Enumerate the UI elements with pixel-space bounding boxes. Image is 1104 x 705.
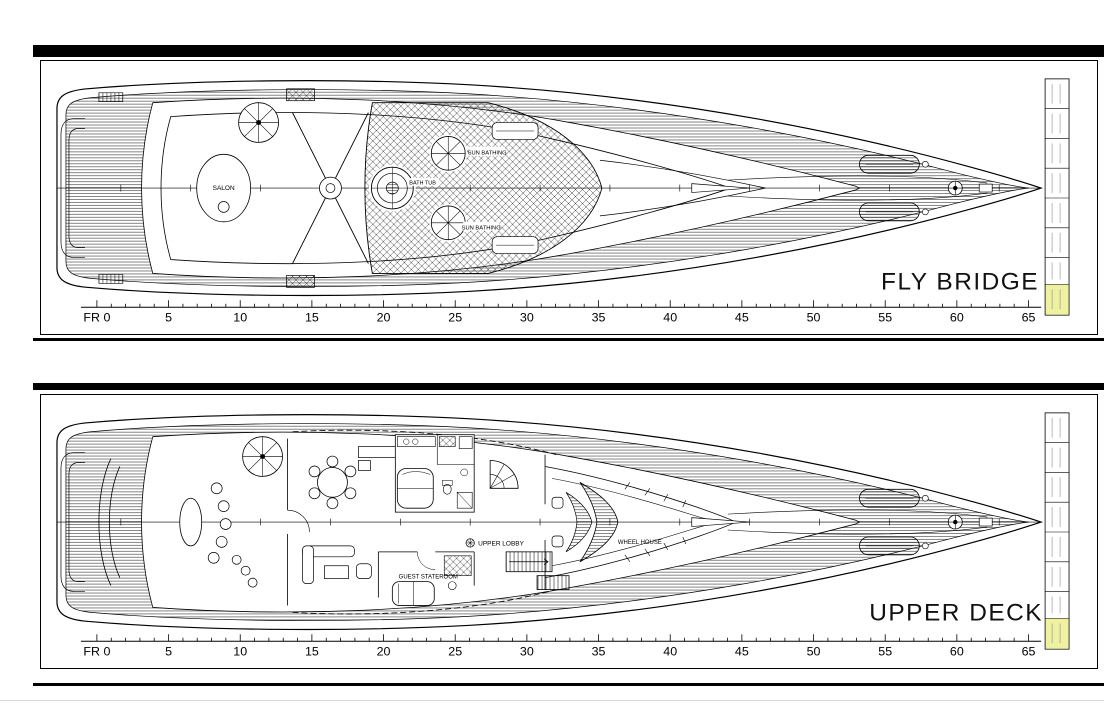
frame-number: 50 — [807, 645, 821, 659]
spiral-staircase — [242, 436, 283, 477]
guest-stateroom: GUEST STATEROOM — [377, 551, 475, 606]
tender-boat-stbd — [859, 488, 929, 508]
frame-number: 15 — [305, 645, 319, 659]
upper-deck-panel: UPPER LOBBY GUEST STATEROOM — [33, 383, 1104, 686]
flybridge-panel: SALON — [33, 45, 1104, 341]
frame-number: 45 — [735, 311, 749, 325]
captain-cabin — [394, 434, 475, 513]
sheer-lines — [727, 509, 988, 535]
upper-lobby-label: UPPER LOBBY — [478, 540, 524, 547]
frame-number: FR 0 — [83, 311, 110, 325]
title-block — [1044, 412, 1070, 650]
frame-ruler: FR 0 5 10 15 20 25 30 35 40 45 50 55 60 65 — [80, 634, 1042, 659]
upper-lobby: UPPER LOBBY — [465, 538, 525, 548]
upper-deck-plan-drawing: UPPER LOBBY GUEST STATEROOM — [56, 412, 1070, 659]
sun-umbrella-fwd: SUN BATHING — [429, 134, 508, 173]
helm-seat-stbd — [551, 496, 564, 509]
frame-number: 60 — [950, 311, 964, 325]
frame-number: 35 — [592, 311, 606, 325]
helm-console — [579, 482, 619, 563]
frame-number: 5 — [165, 311, 172, 325]
guest-stateroom-label: GUEST STATEROOM — [399, 575, 458, 581]
bow-fitting — [978, 183, 993, 193]
frame-number: 30 — [520, 311, 534, 325]
frame-number: 35 — [592, 645, 606, 659]
side-windows — [292, 429, 557, 615]
salon-seating: SALON — [196, 153, 252, 223]
frame-number: 55 — [878, 645, 892, 659]
drawing-frame: UPPER LOBBY GUEST STATEROOM — [40, 394, 1098, 669]
deck-title: FLY BRIDGE — [881, 268, 1039, 295]
bow-deck-equipment — [691, 154, 993, 222]
deck-title: UPPER DECK — [869, 599, 1043, 626]
frame-number: 5 — [165, 645, 172, 659]
frame-number: 45 — [735, 645, 749, 659]
frame-number: FR 0 — [83, 645, 110, 659]
frame-number: 40 — [663, 311, 677, 325]
bow-fitting — [978, 517, 993, 527]
bath-tub-label: BATH TUB — [409, 181, 436, 187]
sun-umbrella-aft: SUN BATHING — [429, 203, 502, 242]
panel-bottom-bar — [33, 683, 1104, 686]
mast-base — [691, 517, 750, 527]
salon-label: SALON — [213, 185, 235, 192]
title-block-highlight — [1045, 618, 1069, 649]
aft-deck-steps — [98, 92, 124, 284]
vent-hatches — [286, 88, 315, 288]
frame-number: 30 — [520, 645, 534, 659]
forward-deck-curve — [599, 159, 766, 217]
frame-number: 65 — [1022, 311, 1036, 325]
salon-lounge — [302, 545, 372, 584]
bow-deck-equipment — [691, 488, 993, 556]
sun-pads — [491, 122, 539, 254]
frame-ruler: FR 0 5 10 15 20 25 30 35 40 45 50 55 60 65 — [80, 300, 1042, 325]
frame-number: 10 — [233, 311, 247, 325]
helm-seat-port — [551, 535, 564, 548]
title-block — [1044, 78, 1070, 316]
frame-number: 40 — [663, 645, 677, 659]
tender-boat-port — [859, 202, 929, 222]
wheel-house-label: WHEEL HOUSE — [618, 540, 662, 546]
frame-number: 55 — [878, 311, 892, 325]
frame-number: 65 — [1022, 645, 1036, 659]
flybridge-plan-drawing: SALON — [56, 78, 1070, 325]
frame-number: 25 — [448, 645, 462, 659]
drawing-frame: SALON — [40, 60, 1098, 335]
glass-roof-lattice — [364, 102, 603, 274]
sheer-lines — [727, 175, 988, 201]
aft-deck-seating — [179, 482, 258, 588]
panel-top-bar — [33, 383, 1104, 390]
panel-top-bar — [33, 45, 1104, 57]
spiral-staircase — [238, 102, 279, 143]
frame-number: 20 — [377, 311, 391, 325]
sun-bathing-aft-label: SUN BATHING — [462, 225, 502, 231]
windshield-mullions — [624, 482, 687, 562]
frame-number: 25 — [448, 311, 462, 325]
radar-arch — [292, 112, 369, 264]
frame-number: 50 — [807, 311, 821, 325]
tender-boat-stbd — [859, 154, 929, 174]
frame-number: 20 — [377, 645, 391, 659]
panel-bottom-bar — [33, 338, 1104, 341]
frame-number: 15 — [305, 311, 319, 325]
page-bottom-divider — [0, 700, 1104, 701]
mast-base — [691, 183, 750, 193]
tender-boat-port — [859, 536, 929, 556]
aft-door-swing — [287, 509, 310, 532]
bath-tub: BATH TUB — [368, 164, 440, 212]
sun-bathing-fwd-label: SUN BATHING — [468, 150, 508, 156]
title-block-highlight — [1045, 284, 1069, 315]
stern-bench — [98, 458, 121, 586]
frame-number: 60 — [950, 645, 964, 659]
frame-number: 10 — [233, 645, 247, 659]
